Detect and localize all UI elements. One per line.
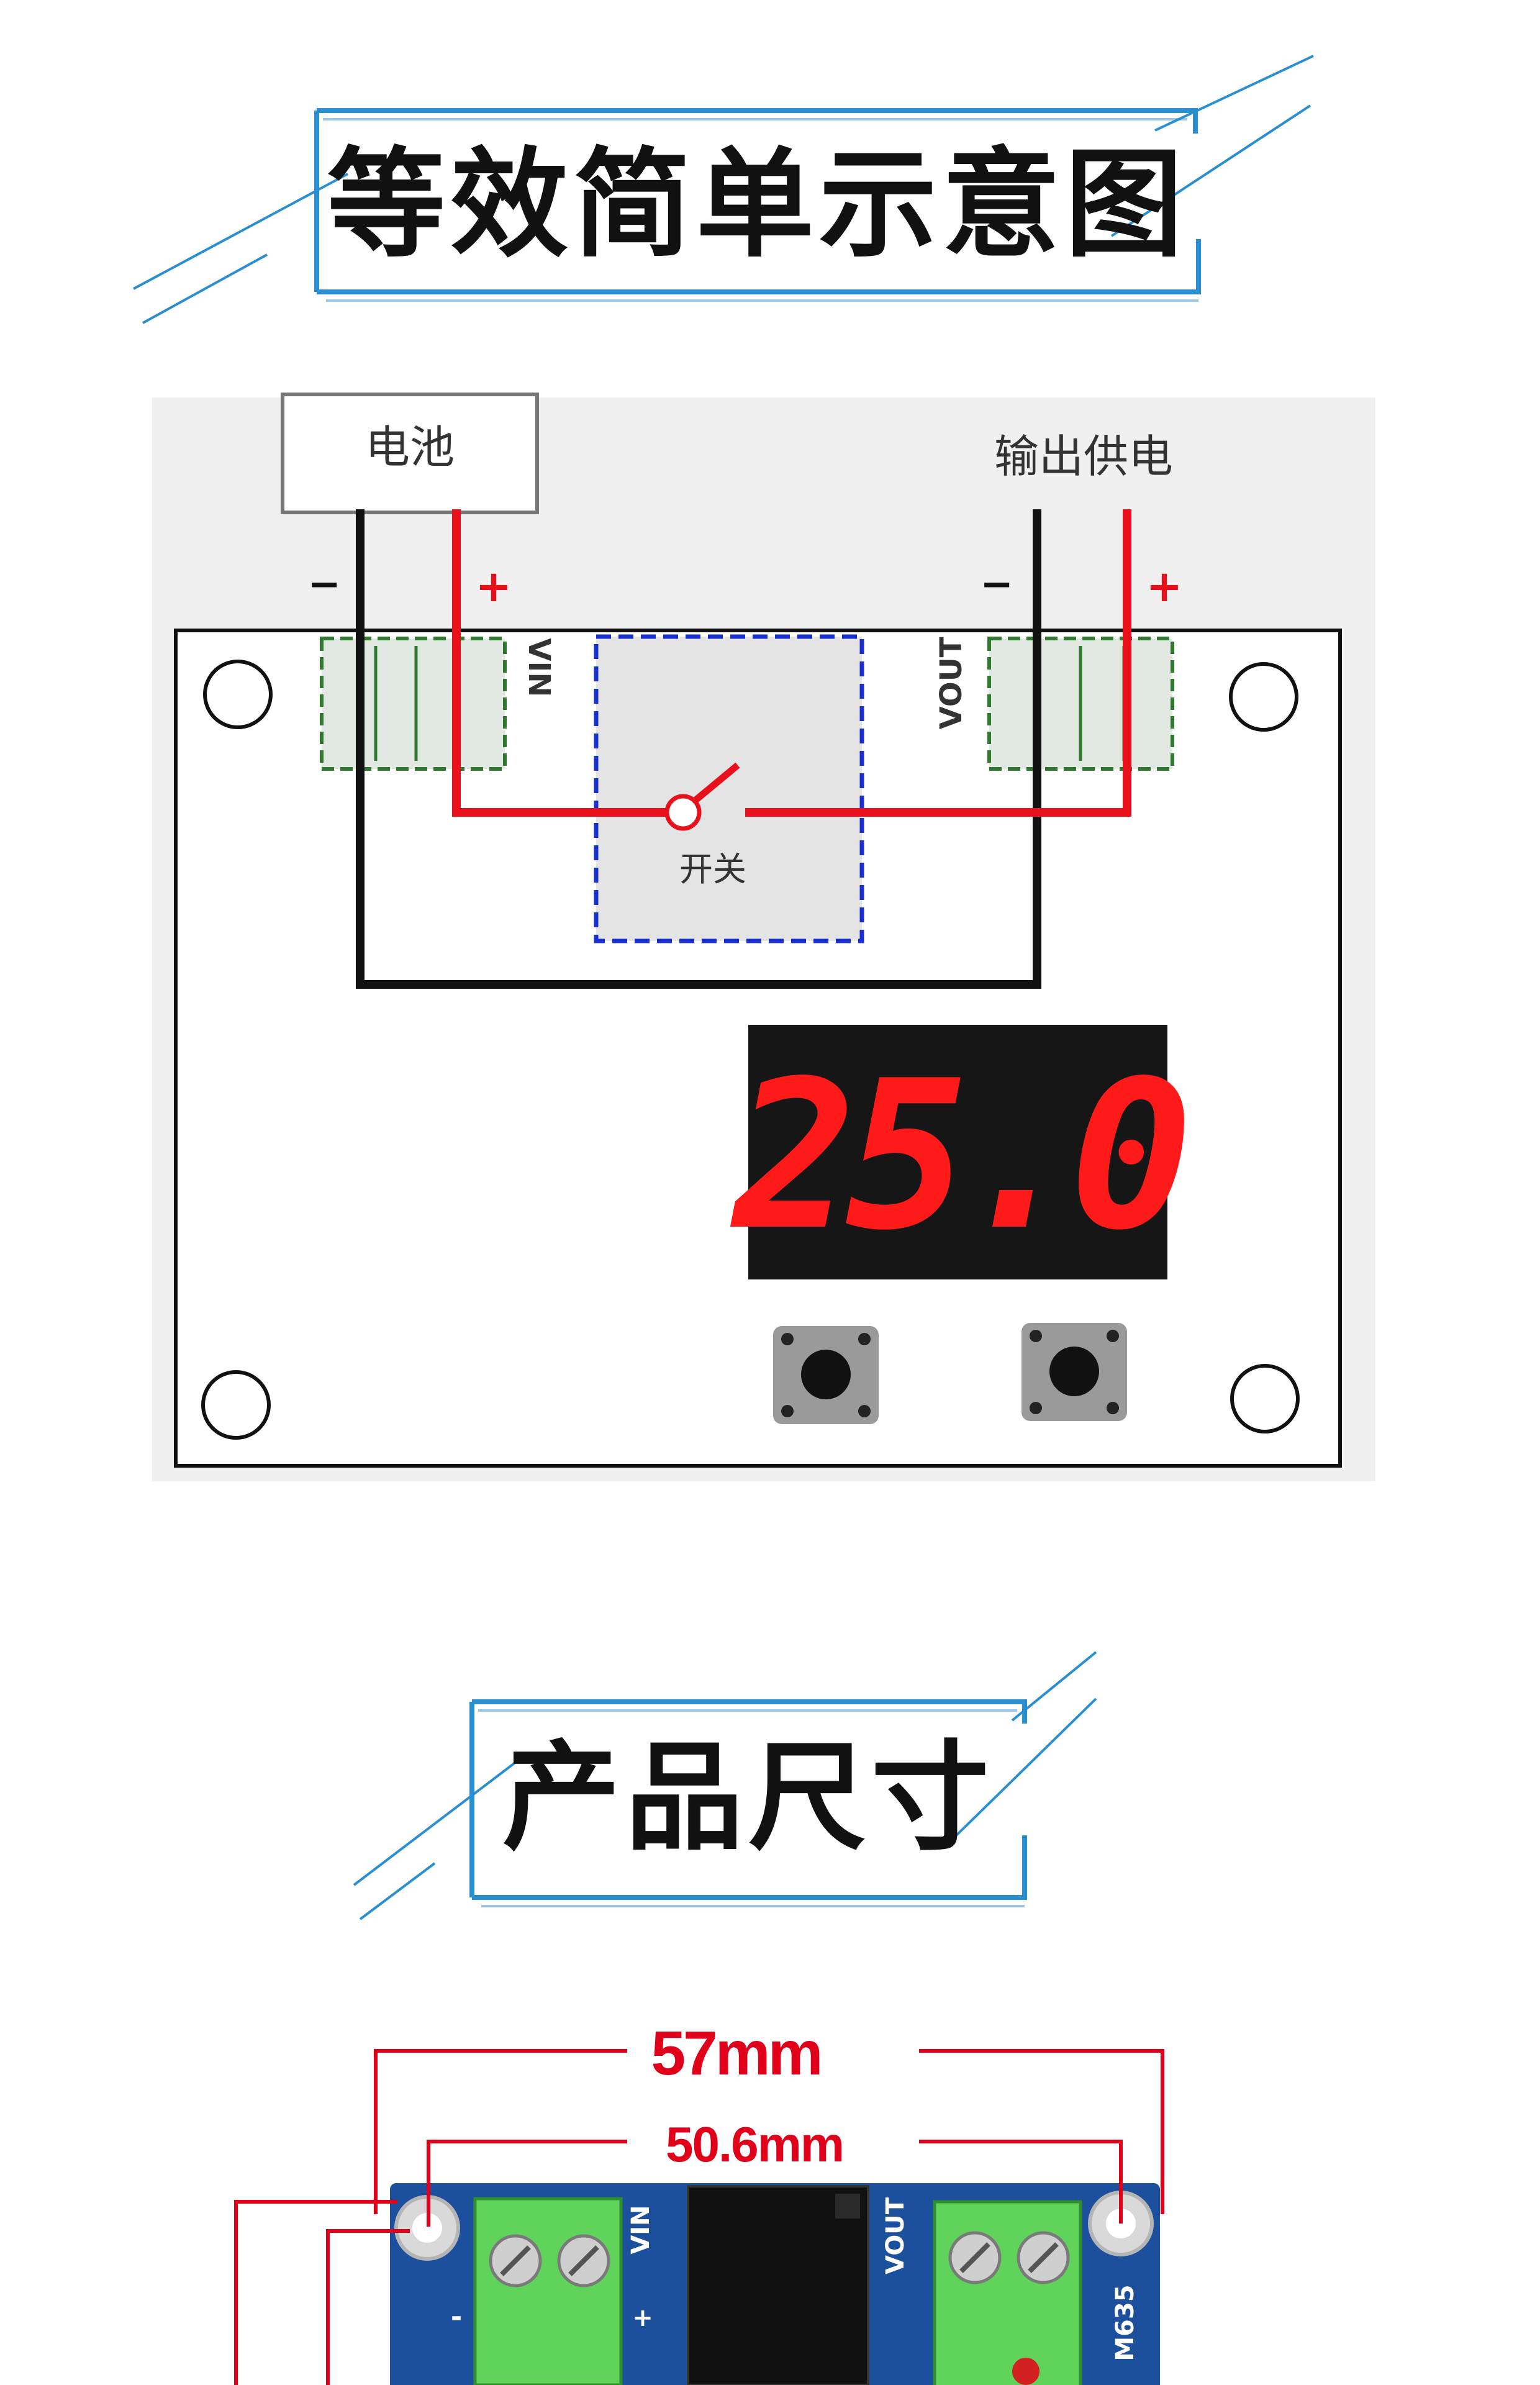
push-button-right-pin [1030, 1402, 1042, 1414]
banner-slash-right-2 [1110, 104, 1311, 237]
dimension-line-hole-right [919, 2140, 1123, 2224]
banner-slash-left-1 [133, 173, 348, 290]
pcb-output-terminal [933, 2200, 1082, 2385]
pcb-output-screw-1-slot [959, 2242, 990, 2273]
section2-title: 产品尺寸 [502, 1729, 994, 1866]
banner2-slash-left-1 [353, 1756, 523, 1886]
vin-silkscreen: VIN [522, 638, 556, 697]
pcb-pin-plus: + [632, 2304, 653, 2332]
pcb-vout-silkscreen: VOUT [881, 2197, 910, 2274]
battery-label: 电池 [365, 421, 455, 473]
banner-slash-left-2 [142, 253, 268, 324]
banner-frame-top [317, 108, 1198, 134]
banner-frame-bottom [317, 239, 1201, 294]
banner2-slash-right-1 [1011, 1651, 1097, 1722]
output-supply-label: 输出供电 [994, 430, 1173, 483]
banner-slash-right-1 [1154, 55, 1314, 132]
pcb-relay-notch [835, 2194, 860, 2219]
mounting-hole-top-right [1229, 662, 1298, 732]
ground-wire [356, 509, 1041, 989]
banner2-slash-left-2 [359, 1862, 436, 1920]
positive-output-wire [745, 509, 1131, 817]
output-minus-mark: − [980, 561, 1013, 607]
dimension-line-outer-left [374, 2049, 627, 2214]
pcb-output-screw-2-slot [1028, 2242, 1059, 2273]
pcb-pin-minus: - [451, 2301, 462, 2333]
dimension-line-outer-right [919, 2049, 1164, 2214]
push-button-left-pin [781, 1405, 794, 1417]
push-button-left-pin [781, 1333, 794, 1345]
output-plus-mark: + [1146, 561, 1183, 612]
battery-box [281, 393, 539, 514]
pcb-input-terminal-body [473, 2197, 623, 2385]
input-minus-mark: − [307, 561, 341, 607]
product-dimensions: VIN - + VOUT M635 57mm 50.6mm [234, 2019, 1164, 2385]
dimension-hole-spacing: 50.6mm [666, 2117, 843, 2172]
section1-title: 等效简单示意图 [327, 136, 1188, 273]
push-button-left[interactable] [773, 1326, 879, 1424]
section2-title-banner: 产品尺寸 [353, 1651, 1097, 1920]
mounting-hole-top-left [203, 660, 273, 729]
pcb-hole-left [412, 2213, 442, 2243]
switch-region [594, 634, 864, 943]
push-button-left-cap [801, 1350, 851, 1399]
pcb-vin-silkscreen: VIN [627, 2205, 655, 2254]
dimension-outer-width: 57mm [651, 2019, 820, 2088]
push-button-right-pin [1107, 1330, 1119, 1342]
pcb-input-terminal [473, 2197, 623, 2385]
banner2-slash-right-2 [952, 1697, 1097, 1840]
dimension-line-height-hole [326, 2229, 410, 2385]
vout-silkscreen: VOUT [934, 637, 969, 729]
input-plus-mark: + [476, 561, 512, 612]
section1-title-banner: 等效简单示意图 [133, 55, 1314, 324]
banner2-frame-top [472, 1699, 1027, 1724]
pcb-led [1012, 2358, 1040, 2385]
banner2-frame-bottom [472, 1835, 1027, 1900]
push-button-right-pin [1107, 1402, 1119, 1414]
switch-label: 开关 [679, 850, 746, 889]
push-button-left-pin [858, 1405, 871, 1417]
positive-input-wire [452, 509, 669, 817]
push-button-right-cap [1049, 1347, 1099, 1396]
dimension-line-hole-left [427, 2140, 627, 2227]
push-button-left-pin [858, 1333, 871, 1345]
pcb-input-screw-2-slot [568, 2245, 599, 2276]
switch-blade [692, 762, 740, 804]
equivalent-circuit-diagram: 电池 输出供电 VIN VOUT 开关 − + − + [152, 393, 1375, 1481]
mounting-hole-bottom-left [201, 1370, 271, 1440]
pcb-relay [687, 2185, 869, 2385]
pcb-input-screw-1-slot [500, 2245, 531, 2276]
led-display [748, 1025, 1167, 1279]
pcb-output-terminal-body [933, 2200, 1082, 2385]
mounting-hole-bottom-right [1230, 1364, 1300, 1433]
dimension-line-height-outer [234, 2200, 397, 2385]
led-display-value: 25.0 [730, 1037, 1185, 1275]
switch-pivot [664, 794, 702, 831]
push-button-right-pin [1030, 1330, 1042, 1342]
pcb-model-silkscreen: M635 [1111, 2284, 1139, 2361]
push-button-right[interactable] [1021, 1323, 1127, 1421]
input-terminal-block [320, 637, 507, 771]
